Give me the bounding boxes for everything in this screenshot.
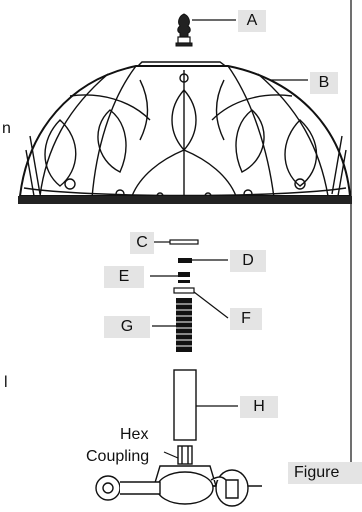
part-d-nut xyxy=(178,258,192,263)
part-e-nut-lower xyxy=(178,280,190,283)
edge-text-left-1: n xyxy=(2,120,11,137)
finial xyxy=(175,13,193,47)
figure-label: Figure xyxy=(288,462,362,484)
label-c: C xyxy=(130,232,154,254)
label-g: G xyxy=(104,316,150,338)
part-c-washer xyxy=(169,239,199,245)
part-h-column xyxy=(173,369,197,441)
part-f-ring xyxy=(173,287,195,294)
label-f: F xyxy=(230,308,262,330)
part-g-threaded-pipe xyxy=(176,298,192,352)
leader-lines xyxy=(150,19,308,459)
label-d: D xyxy=(230,250,266,272)
hex-coupling-label-line1: Hex xyxy=(120,426,149,443)
label-b: B xyxy=(310,72,338,94)
hex-coupling-base xyxy=(95,445,262,507)
part-e-nut xyxy=(178,272,190,277)
hex-coupling-label-line2: Coupling xyxy=(86,448,150,465)
label-a: A xyxy=(238,10,266,32)
lamp-shade xyxy=(18,61,352,203)
label-h: H xyxy=(240,396,278,418)
shade-fringe xyxy=(18,196,352,204)
edge-text-left-2: l xyxy=(4,374,8,391)
label-e: E xyxy=(104,266,144,288)
